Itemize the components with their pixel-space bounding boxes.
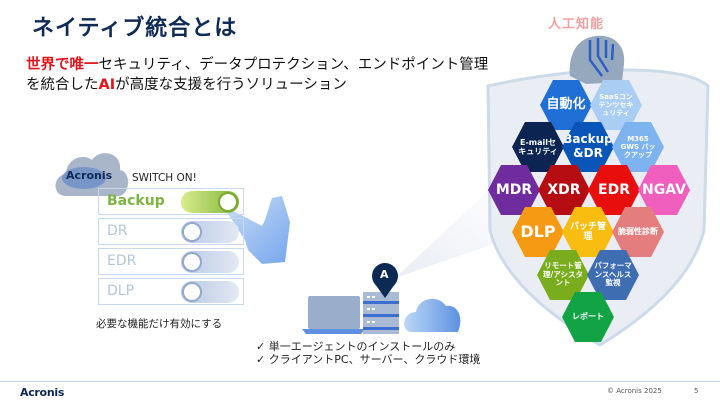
hex-saas-content-security: SaaSコンテンツセキュリティ [590,80,642,130]
bullet-item: ✓ クライアントPC、サーバー、クラウド環境 [256,353,481,366]
hex-label: SaaSコンテンツセキュリティ [598,92,634,118]
hex-label: DLP [520,221,556,241]
pointing-hand-icon [222,196,290,264]
hex-automation: 自動化 [540,80,592,130]
toggle-switch[interactable] [181,221,239,243]
hex-backup-dr: Backup &DR [562,122,614,172]
hex-label: 脆弱性診断 [618,227,658,237]
page-title: ネイティブ統合とは [32,16,238,41]
toggle-knob [182,222,202,242]
toggle-knob [218,192,238,212]
footer-logo: Acronis [20,386,65,399]
toggle-row-dlp[interactable]: DLP [98,278,244,305]
hex-label: MDR [495,181,533,198]
switch-on-heading: SWITCH ON! [132,172,197,184]
hex-label: レポート [572,312,604,322]
copyright: © Acronis 2025 [607,387,662,395]
hex-label: EDR [598,181,630,198]
toggle-row-dr[interactable]: DR [98,218,244,245]
toggle-label: Backup [107,193,165,209]
agent-pin-icon [372,263,398,298]
hex-label: Backup &DR [563,132,613,160]
hex-m365-gws-backup: M365 GWS バックアップ [612,122,664,172]
hex-remote-management: リモート管理/アシスタント [537,250,589,300]
hex-ngav: NGAV [638,165,690,215]
toggle-knob [182,252,202,272]
hex-patch-management: パッチ管理 [562,207,614,257]
hex-label: パッチ管理 [569,221,606,242]
subtitle-text-1: セキュリティ、データプロテクション、エンドポイント管理を統合した [26,57,489,93]
footer-divider [0,381,720,382]
hex-label: E-mailセキュリティ [518,137,558,156]
bullet-item: ✓ 単一エージェントのインストールのみ [256,340,456,353]
acronis-brand-label: Acronis [66,169,113,182]
hex-report: レポート [562,292,614,342]
page-number: 5 [694,387,699,395]
cloud-icon [404,298,461,332]
laptop-icon [302,296,365,334]
toggle-label: EDR [107,253,137,269]
ai-head-icon [569,35,625,84]
hex-label: M365 GWS バックアップ [620,134,656,160]
toggle-label: DLP [107,283,135,299]
hex-vulnerability-assessment: 脆弱性診断 [612,207,664,257]
hex-label: XDR [547,181,581,198]
server-icon [363,292,399,334]
subtitle-ai: AI [98,77,116,93]
toggle-knob [182,282,202,302]
toggle-label: DR [107,223,128,239]
toggle-switch[interactable] [181,191,239,213]
enable-note: 必要な機能だけ有効にする [96,318,223,330]
toggle-switch[interactable] [181,251,239,273]
hex-label: リモート管理/アシスタント [543,261,583,288]
ai-label: 人工知能 [548,17,605,32]
hex-label: 自動化 [546,96,586,112]
subtitle: 世界で唯一セキュリティ、データプロテクション、エンドポイント管理を統合したAIが… [26,55,496,95]
hex-xdr: XDR [538,165,590,215]
subtitle-highlight: 世界で唯一 [26,57,99,73]
toggle-row-backup[interactable]: Backup [98,188,244,215]
hex-performance-monitoring: パフォーマンスヘルス監視 [587,250,639,300]
hex-dlp: DLP [512,207,564,257]
hex-edr: EDR [588,165,640,215]
agent-badge-letter: A [380,268,389,281]
hex-label: パフォーマンスヘルス監視 [594,261,632,288]
acronis-cloud-icon [55,153,129,196]
hex-email-security: E-mailセキュリティ [512,122,564,172]
toggle-row-edr[interactable]: EDR [98,248,244,275]
subtitle-text-2: が高度な支援を行うソリューション [115,77,347,93]
hex-label: NGAV [642,181,686,198]
toggle-switch[interactable] [181,281,239,303]
